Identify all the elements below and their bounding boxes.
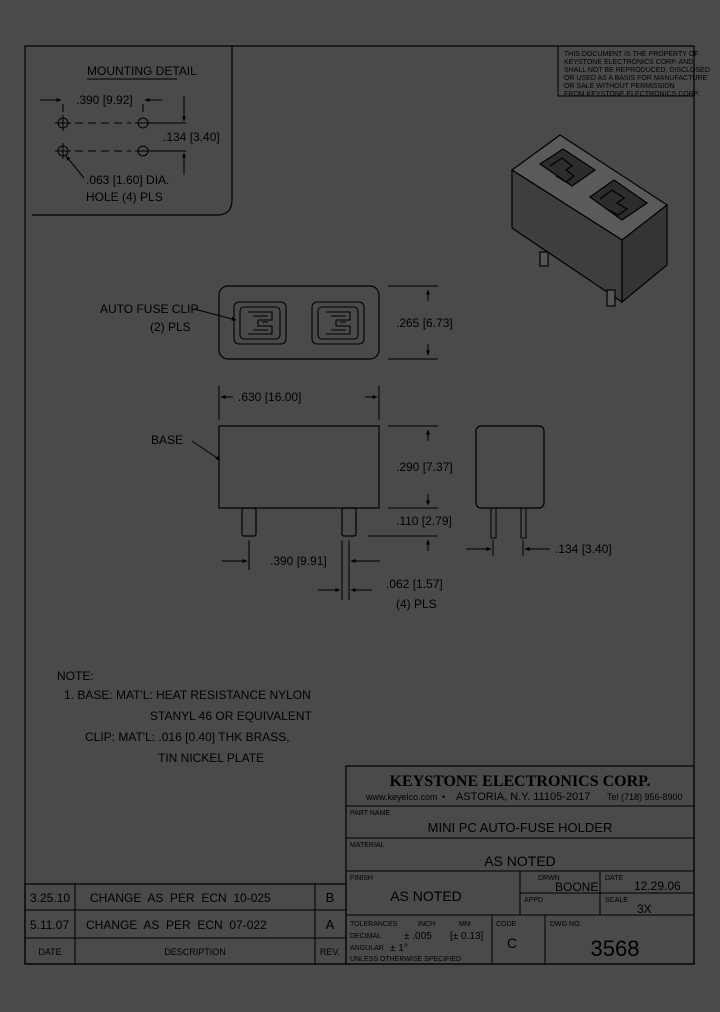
proprietary-notice: THIS DOCUMENT IS THE PROPERTY OF KEYSTON… bbox=[557, 45, 710, 98]
drawing-number: 3568 bbox=[591, 936, 640, 961]
note-line-4: TIN NICKEL PLATE bbox=[158, 751, 264, 765]
mounting-spacing-x-dim: .390 [9.92] bbox=[76, 93, 133, 107]
pin-length-dimension: .110 [2.79] bbox=[396, 514, 452, 528]
notes: NOTE: 1. BASE: MAT'L: HEAT RESISTANCE NY… bbox=[57, 669, 312, 765]
revision-header-rev: REV. bbox=[320, 947, 340, 957]
company-name: KEYSTONE ELECTRONICS CORP. bbox=[390, 773, 651, 790]
unless-specified-label: UNLESS OTHERWISE SPECIFIED bbox=[350, 956, 461, 963]
drawn-by: BOONE bbox=[555, 880, 598, 894]
part-name: MINI PC AUTO-FUSE HOLDER bbox=[428, 820, 613, 835]
notice-line-1: THIS DOCUMENT IS THE PROPERTY OF bbox=[564, 51, 698, 58]
revision-row-1-description: CHANGE AS PER ECN 10-025 bbox=[90, 891, 271, 905]
top-view: AUTO FUSE CLIP (2) PLS .265 [6.73] bbox=[100, 285, 453, 360]
revision-row-2-date: 5.11.07 bbox=[30, 918, 69, 932]
pin-width-count: (4) PLS bbox=[396, 597, 437, 611]
mounting-holes bbox=[55, 104, 186, 159]
side-view: .134 [3.40] bbox=[466, 425, 612, 556]
fuse-clip-left bbox=[233, 301, 287, 345]
mounting-detail-title: MOUNTING DETAIL bbox=[87, 64, 197, 78]
angular-label: ANGULAR bbox=[350, 945, 384, 952]
mounting-spacing-y-dim: .134 [3.40] bbox=[163, 130, 220, 144]
auto-fuse-clip-count: (2) PLS bbox=[150, 320, 191, 334]
finish-value: AS NOTED bbox=[390, 888, 462, 904]
depth-dimension: .265 [6.73] bbox=[396, 316, 453, 330]
scale-value: 3X bbox=[637, 902, 652, 916]
note-line-2: STANYL 46 OR EQUIVALENT bbox=[150, 709, 312, 723]
height-dimension: .290 [7.37] bbox=[396, 460, 453, 474]
svg-text:•: • bbox=[442, 792, 445, 802]
material-label: MATERIAL bbox=[350, 842, 385, 849]
dwg-no-label: DWG NO. bbox=[550, 921, 582, 928]
width-dimension: .630 [16.00] bbox=[238, 390, 301, 404]
revision-header-date: DATE bbox=[38, 947, 61, 957]
revision-block: 3.25.10 CHANGE AS PER ECN 10-025 B 5.11.… bbox=[24, 883, 347, 965]
revision-row-2-description: CHANGE AS PER ECN 07-022 bbox=[86, 918, 267, 932]
mm-label: MM bbox=[459, 921, 471, 928]
title-block: KEYSTONE ELECTRONICS CORP. www.keyelco.c… bbox=[345, 765, 695, 965]
notes-heading: NOTE: bbox=[57, 669, 94, 683]
notice-line-4: OR USED AS A BASIS FOR MANUFACTURE bbox=[564, 75, 707, 82]
isometric-view bbox=[510, 134, 669, 307]
company-phone: Tel (718) 956-8900 bbox=[607, 792, 683, 802]
notice-line-2: KEYSTONE ELECTRONICS CORP. AND bbox=[564, 59, 693, 66]
scale-label: SCALE bbox=[605, 897, 628, 904]
decimal-tolerance-mm: [± 0.13] bbox=[450, 931, 484, 942]
revision-header-description: DESCRIPTION bbox=[164, 947, 226, 957]
code-value: C bbox=[507, 935, 517, 951]
pin-spacing-dimension: .390 [9.91] bbox=[270, 554, 327, 568]
decimal-tolerance: ± .005 bbox=[404, 931, 432, 942]
note-line-3: CLIP: MAT'L: .016 [0.40] THK BRASS, bbox=[85, 730, 290, 744]
date-label: DATE bbox=[605, 875, 623, 882]
part-name-label: PART NAME bbox=[350, 810, 390, 817]
revision-row-1-date: 3.25.10 bbox=[30, 891, 70, 905]
notice-line-5: OR SALE WITHOUT PERMISSION bbox=[564, 83, 675, 90]
fuse-clip-right bbox=[311, 301, 365, 345]
auto-fuse-clip-label: AUTO FUSE CLIP bbox=[100, 302, 198, 316]
pin-width-dimension: .062 [1.57] bbox=[386, 577, 443, 591]
finish-label: FINISH bbox=[350, 875, 373, 882]
decimal-label: DECIMAL bbox=[350, 933, 381, 940]
notice-line-3: SHALL NOT BE REPRODUCED, DISCLOSED bbox=[564, 67, 710, 74]
approved-label: APPD bbox=[524, 897, 543, 904]
inch-label: INCH bbox=[418, 921, 435, 928]
material-value: AS NOTED bbox=[484, 853, 556, 869]
revision-row-2-rev: A bbox=[326, 917, 335, 932]
hole-diameter-label: .063 [1.60] DIA. bbox=[86, 173, 169, 187]
code-label: CODE bbox=[496, 921, 517, 928]
base-label: BASE bbox=[151, 433, 183, 447]
front-view: .630 [16.00] BASE .290 [7.37] .110 [2.79… bbox=[151, 386, 453, 611]
side-pin-spacing-dimension: .134 [3.40] bbox=[555, 542, 612, 556]
revision-row-1-rev: B bbox=[326, 890, 335, 905]
tolerances-label: TOLERANCES bbox=[350, 921, 398, 928]
note-line-1: 1. BASE: MAT'L: HEAT RESISTANCE NYLON bbox=[64, 688, 311, 702]
angular-tolerance: ± 1° bbox=[390, 943, 408, 954]
mounting-detail: MOUNTING DETAIL .390 [9.92] .134 [3.40] … bbox=[32, 46, 233, 216]
drawn-label: DRWN bbox=[538, 875, 560, 882]
hole-count-label: HOLE (4) PLS bbox=[86, 190, 163, 204]
drawing-date: 12.29.06 bbox=[634, 879, 681, 893]
company-address: ASTORIA, N.Y. 11105-2017 bbox=[456, 791, 590, 803]
company-website: www.keyelco.com bbox=[365, 792, 438, 802]
notice-line-6: FROM KEYSTONE ELECTRONICS CORP. bbox=[564, 91, 700, 98]
